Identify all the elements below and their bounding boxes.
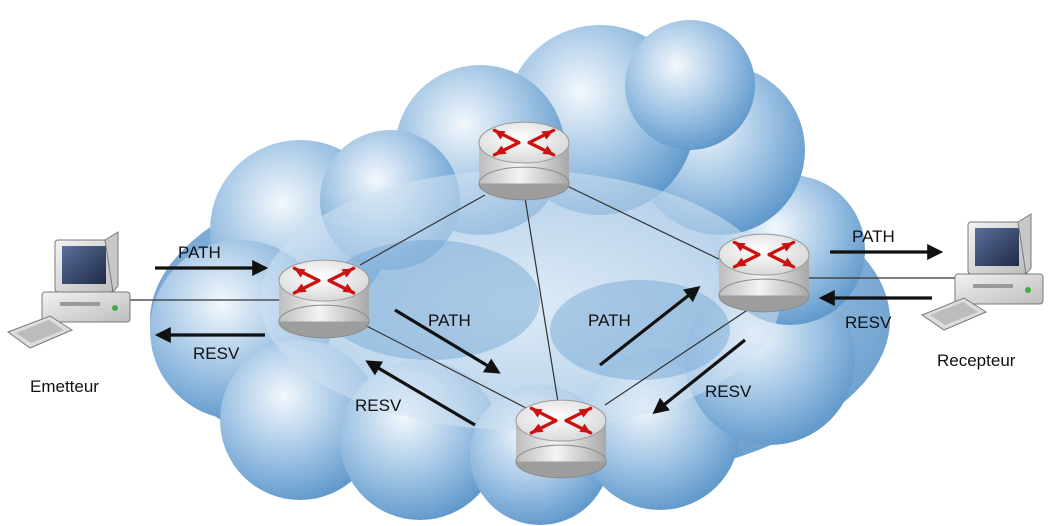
path-arrow-left-bottom (394, 308, 501, 374)
resv-arrow-bottom-left (365, 360, 476, 427)
receiver-label: Recepteur (937, 351, 1016, 370)
path-arrow-bottom-right (599, 286, 701, 367)
link-router-top-router-bottom (524, 197, 559, 403)
link-router-top-router-right (564, 184, 726, 263)
resv-label-right-bottom: RESV (705, 382, 752, 401)
link-router-left-router-bottom (354, 319, 531, 411)
router-top (478, 120, 570, 202)
sender-label: Emetteur (30, 377, 99, 396)
message-arrows (154, 244, 944, 427)
resv-label-receiver: RESV (845, 313, 892, 332)
sender-computer-icon (6, 231, 131, 349)
receiver-computer-icon (920, 213, 1044, 331)
router-bottom (515, 398, 607, 480)
link-router-bottom-router-right (604, 304, 756, 406)
router-right (718, 232, 810, 314)
resv-label-sender: RESV (193, 344, 240, 363)
router-left (278, 258, 370, 340)
resv-arrow-right-bottom (652, 338, 746, 414)
resv-label-bottom-left: RESV (355, 396, 402, 415)
path-label-left-bottom: PATH (428, 311, 471, 330)
path-label-receiver: PATH (852, 227, 895, 246)
path-label-bottom-right: PATH (588, 311, 631, 330)
path-label-sender: PATH (178, 243, 221, 262)
link-router-left-router-top (359, 194, 486, 266)
